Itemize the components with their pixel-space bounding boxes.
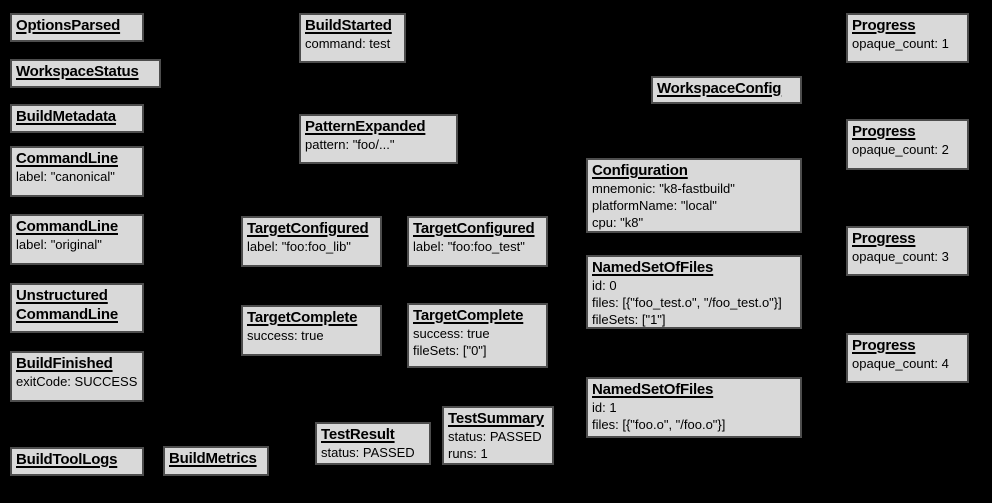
event-field: label: "canonical" [16, 168, 115, 184]
event-field: command: test [305, 35, 391, 51]
event-title: TargetConfigured [247, 220, 369, 237]
event-box-test-result: TestResult status: PASSED [315, 422, 431, 465]
event-field: mnemonic: "k8-fastbuild" [592, 180, 735, 196]
event-field: label: "original" [16, 236, 102, 252]
event-field: pattern: "foo/..." [305, 136, 395, 152]
event-field: runs: 1 [448, 445, 488, 461]
event-box-workspace-config: WorkspaceConfig [651, 76, 802, 104]
event-title: PatternExpanded [305, 118, 426, 135]
event-box-command-line-canonical: CommandLine label: "canonical" [10, 146, 144, 197]
event-field: label: "foo:foo_test" [413, 238, 525, 254]
event-title: Progress [852, 337, 916, 354]
event-box-target-configured-test: TargetConfigured label: "foo:foo_test" [407, 216, 548, 267]
event-title: BuildMetadata [16, 108, 116, 125]
event-title: BuildFinished [16, 355, 113, 372]
event-field: cpu: "k8" [592, 214, 644, 230]
event-title: TargetComplete [413, 307, 524, 324]
event-field: id: 1 [592, 399, 617, 415]
event-field: files: [{"foo.o", "/foo.o"}] [592, 416, 726, 432]
event-box-options-parsed: OptionsParsed [10, 13, 144, 42]
event-field: success: true [413, 325, 490, 341]
event-title: BuildToolLogs [16, 451, 118, 468]
event-field: opaque_count: 2 [852, 141, 949, 157]
event-field: platformName: "local" [592, 197, 717, 213]
event-box-test-summary: TestSummary status: PASSED runs: 1 [442, 406, 554, 465]
event-title: Configuration [592, 162, 688, 179]
event-box-progress-3: Progress opaque_count: 3 [846, 226, 969, 276]
event-title: TestResult [321, 426, 395, 443]
event-box-named-set-of-files-1: NamedSetOfFiles id: 1 files: [{"foo.o", … [586, 377, 802, 438]
event-title: OptionsParsed [16, 17, 121, 34]
event-field: status: PASSED [448, 428, 542, 444]
event-field: opaque_count: 3 [852, 248, 949, 264]
event-title: Progress [852, 123, 916, 140]
event-title: Unstructured CommandLine [16, 287, 118, 323]
event-box-build-metrics: BuildMetrics [163, 446, 269, 476]
event-title: WorkspaceConfig [657, 80, 782, 97]
event-box-progress-4: Progress opaque_count: 4 [846, 333, 969, 383]
event-box-build-metadata: BuildMetadata [10, 104, 144, 133]
event-title: Progress [852, 17, 916, 34]
event-box-progress-1: Progress opaque_count: 1 [846, 13, 969, 63]
event-field: opaque_count: 1 [852, 35, 949, 51]
event-box-workspace-status: WorkspaceStatus [10, 59, 161, 88]
event-box-target-complete-test: TargetComplete success: true fileSets: [… [407, 303, 548, 368]
event-title: TargetConfigured [413, 220, 535, 237]
event-title: CommandLine [16, 150, 118, 167]
event-field: fileSets: ["0"] [413, 342, 487, 358]
event-field: fileSets: ["1"] [592, 311, 666, 327]
event-box-build-started: BuildStarted command: test [299, 13, 406, 63]
event-box-named-set-of-files-0: NamedSetOfFiles id: 0 files: [{"foo_test… [586, 255, 802, 329]
event-box-configuration: Configuration mnemonic: "k8-fastbuild" p… [586, 158, 802, 233]
event-title: TargetComplete [247, 309, 358, 326]
event-title: CommandLine [16, 218, 118, 235]
event-field: status: PASSED [321, 444, 415, 460]
event-box-unstructured-command-line: Unstructured CommandLine [10, 283, 144, 333]
event-field: success: true [247, 327, 324, 343]
event-title: TestSummary [448, 410, 544, 427]
event-box-pattern-expanded: PatternExpanded pattern: "foo/..." [299, 114, 458, 164]
event-box-target-configured-lib: TargetConfigured label: "foo:foo_lib" [241, 216, 382, 267]
event-box-progress-2: Progress opaque_count: 2 [846, 119, 969, 170]
event-box-command-line-original: CommandLine label: "original" [10, 214, 144, 265]
event-title: BuildMetrics [169, 450, 257, 467]
event-title: Progress [852, 230, 916, 247]
event-field: label: "foo:foo_lib" [247, 238, 351, 254]
event-field: exitCode: SUCCESS [16, 373, 138, 389]
event-box-build-finished: BuildFinished exitCode: SUCCESS [10, 351, 144, 402]
event-title: NamedSetOfFiles [592, 259, 714, 276]
event-field: id: 0 [592, 277, 617, 293]
event-title: BuildStarted [305, 17, 392, 34]
event-title: WorkspaceStatus [16, 63, 139, 80]
event-box-build-tool-logs: BuildToolLogs [10, 447, 144, 476]
event-title: NamedSetOfFiles [592, 381, 714, 398]
event-box-target-complete-lib: TargetComplete success: true [241, 305, 382, 356]
event-field: opaque_count: 4 [852, 355, 949, 371]
event-field: files: [{"foo_test.o", "/foo_test.o"}] [592, 294, 782, 310]
